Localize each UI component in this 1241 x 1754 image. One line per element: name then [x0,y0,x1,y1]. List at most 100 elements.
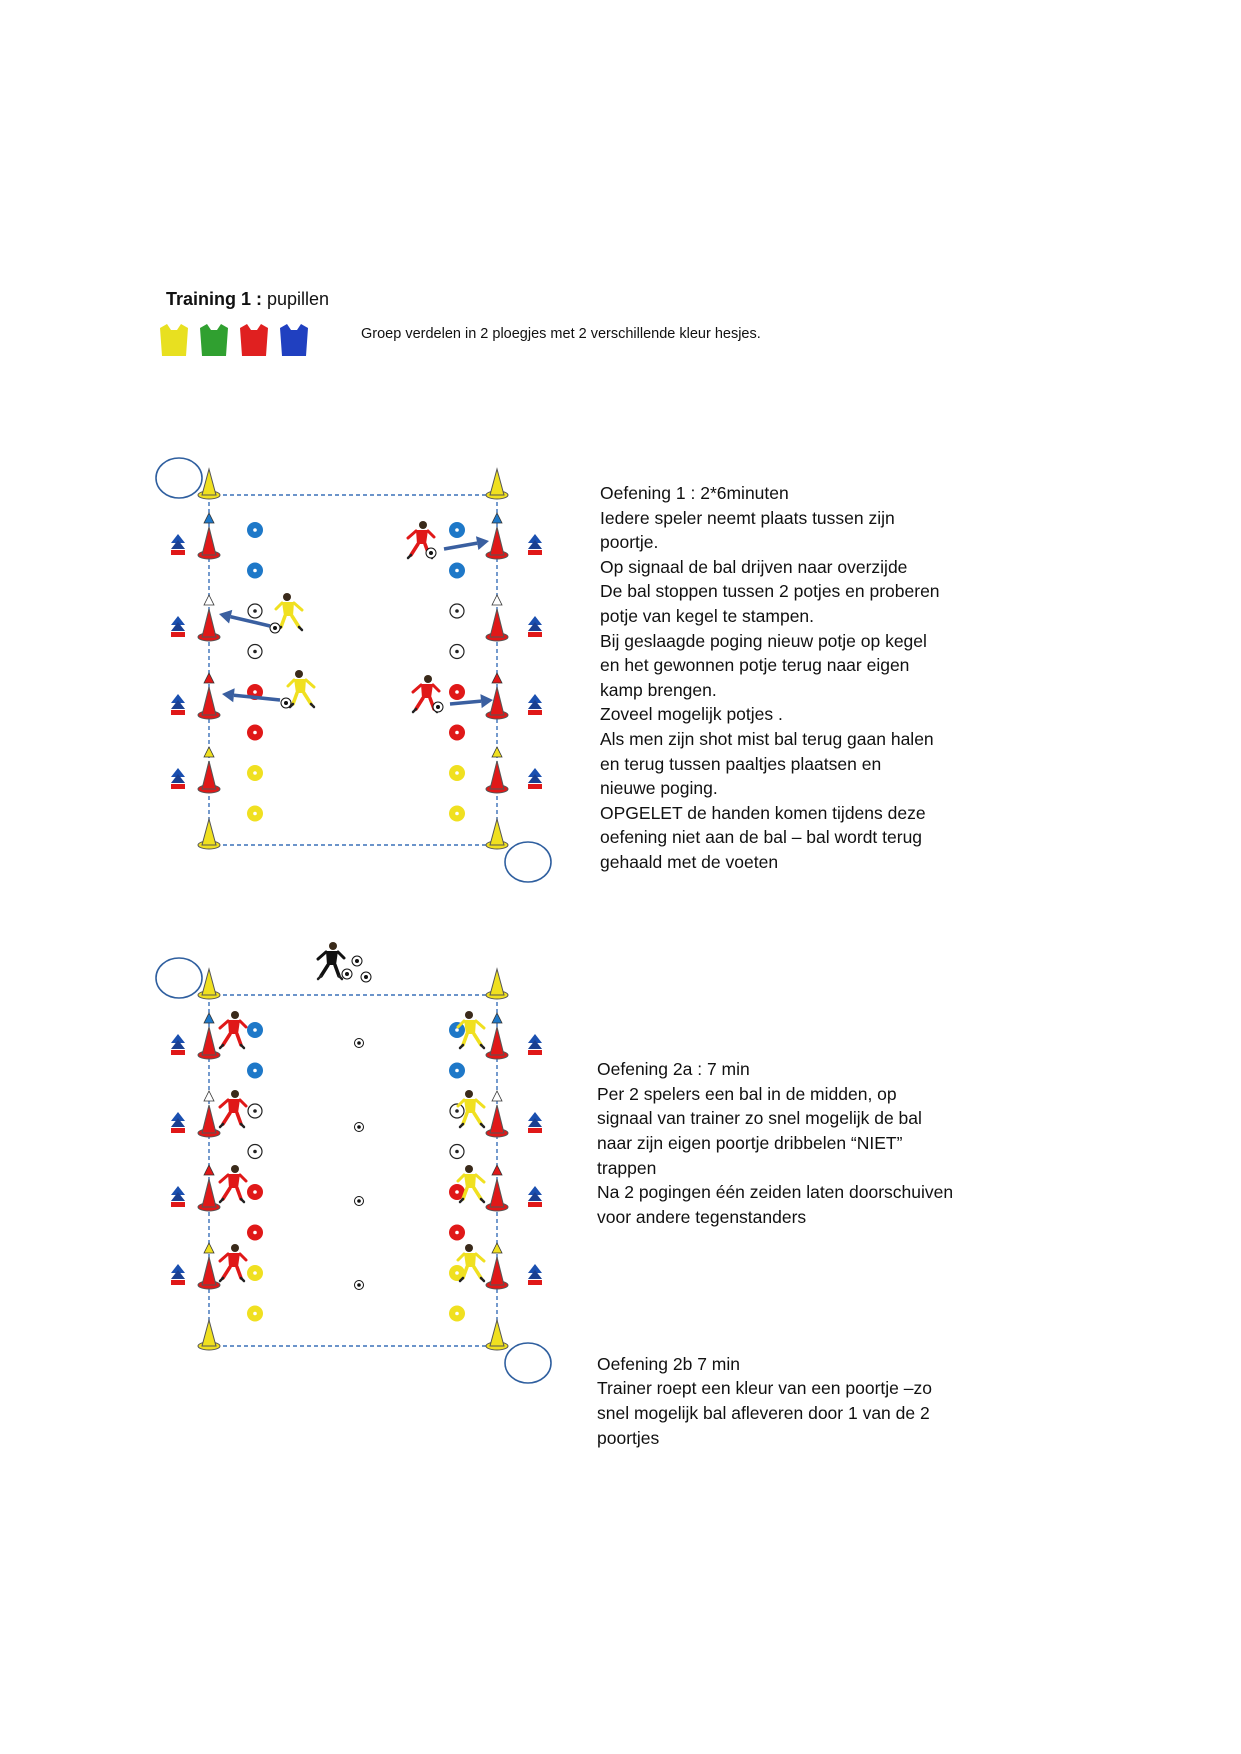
description-line: voor andere tegenstanders [597,1206,807,1227]
cone-icon [485,1318,509,1351]
cone-icon [485,686,509,720]
disc-marker-icon [449,522,465,538]
ball-icon [432,701,444,713]
description-line: Zoveel mogelijk potjes . [600,704,783,725]
disc-marker-icon [449,1184,465,1200]
arrow-icon [222,688,281,703]
marker-cone-icon [203,672,215,684]
disc-marker-icon [247,805,263,822]
cone-stack-icon [171,616,185,637]
cone-icon [197,467,221,500]
bib-icon [240,324,268,356]
description-line: poortje. [600,532,659,553]
description-line: Iedere speler neemt plaats tussen zijn [600,507,895,528]
cone-stack-icon [528,1186,542,1207]
disc-marker-icon [247,1103,263,1119]
disc-marker-icon [449,1103,465,1119]
marker-cone-icon [491,672,503,684]
arrow-icon [443,536,489,551]
marker-cone-icon [491,1164,503,1176]
marker-cone-icon [203,1090,215,1102]
description-line: Trainer roept een kleur van een poortje … [597,1378,932,1399]
disc-marker-icon [449,1265,465,1281]
cone-icon [197,1318,221,1351]
cone-icon [197,967,221,1000]
cone-icon [197,608,221,642]
description-line: gehaald met de voeten [600,851,779,872]
cone-stack-icon [171,1034,185,1055]
disc-marker-icon [449,1224,465,1241]
marker-cone-icon [203,512,215,524]
description-line: en terug tussen paaltjes plaatsen en [600,753,882,774]
cone-stack-icon [528,694,542,715]
arrow-icon [449,694,493,709]
marker-cone-icon [491,746,503,758]
marker-cone-icon [203,594,215,606]
player-icon [456,1011,486,1050]
player-icon [218,1090,248,1129]
player-icon [456,1090,486,1129]
ball-icon [351,955,363,967]
cone-stack-icon [171,534,185,555]
cone-stack-icon [528,768,542,789]
bib-icon [200,324,228,356]
ring-icon [504,841,552,883]
ball-icon [341,968,353,980]
disc-marker-icon [449,562,465,579]
bibs-icon [160,324,308,356]
description-line: nieuwe poging. [600,778,718,799]
disc-marker-icon [247,603,263,619]
marker-cone-icon [491,512,503,524]
cone-icon [485,760,509,794]
disc-marker-icon [449,643,465,660]
cone-icon [197,686,221,720]
disc-marker-icon [247,724,263,741]
ball-icon [425,547,437,559]
cone-stack-icon [171,1264,185,1285]
disc-marker-icon [449,724,465,741]
description-line: Na 2 pogingen één zeiden laten doorschui… [597,1182,954,1203]
cone-icon [485,967,509,1000]
cone-icon [197,760,221,794]
disc-marker-icon [247,562,263,579]
disc-marker-icon [247,1184,263,1200]
marker-cone-icon [203,746,215,758]
cone-icon [197,526,221,560]
bib-icon [160,324,188,356]
cone-icon [485,1256,509,1290]
player-icon [456,1165,486,1204]
cone-icon [197,817,221,850]
disc-marker-icon [449,805,465,822]
marker-cone-icon [203,1242,215,1254]
cone-icon [485,467,509,500]
cone-icon [197,1026,221,1060]
marker-cone-icon [203,1012,215,1024]
disc-marker-icon [449,603,465,619]
title-bold: Training 1 : [166,289,263,309]
ball-icon [360,971,372,983]
page-title: Training 1 : pupillen [166,289,329,310]
cone-stack-icon [528,1034,542,1055]
player-icon [274,593,304,632]
marker-cone-icon [203,1164,215,1176]
disc-marker-icon [449,1305,465,1322]
ball-icon [354,1038,364,1048]
bib-icon [280,324,308,356]
title-rest: pupillen [262,289,330,309]
cone-stack-icon [528,1264,542,1285]
ring-icon [155,457,203,499]
player-icon [218,1165,248,1204]
description-line: trappen [597,1157,657,1178]
cone-stack-icon [171,768,185,789]
cone-icon [485,608,509,642]
cone-icon [485,1026,509,1060]
arrow-icon [219,609,271,628]
disc-marker-icon [247,1265,263,1281]
cone-stack-icon [171,1186,185,1207]
description-line: naar zijn eigen poortje dribbelen “NIET” [597,1132,903,1153]
player-icon [286,670,316,709]
